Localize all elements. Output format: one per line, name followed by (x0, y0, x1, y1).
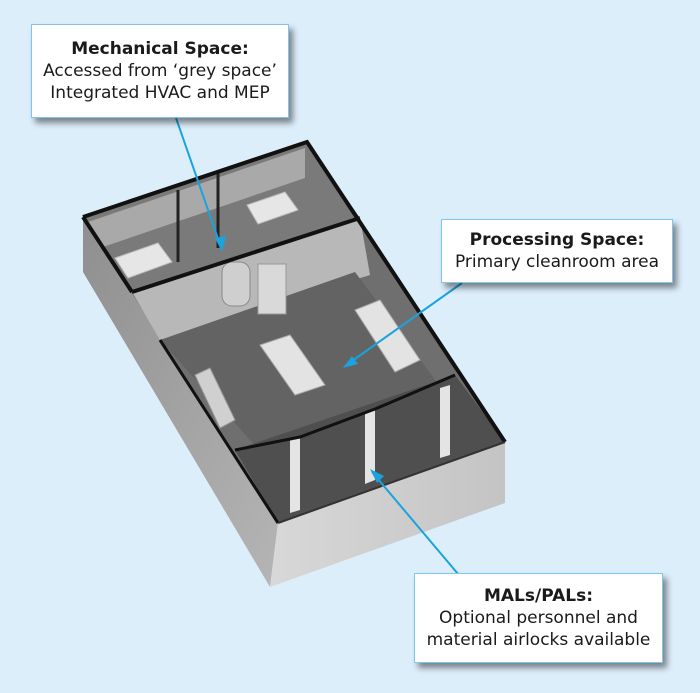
hvac-unit-1 (114, 242, 173, 279)
callout-line: Optional personnel and (439, 608, 638, 628)
callout-line: material airlocks available (426, 630, 651, 650)
callout-line: Primary cleanroom area (454, 252, 660, 272)
callout-mechanical-space: Mechanical Space: Accessed from ‘grey sp… (31, 24, 289, 118)
airlock-wall (365, 409, 375, 484)
bioreactor (221, 261, 251, 307)
airlock-walls (290, 437, 300, 513)
callout-line: Integrated HVAC and MEP (50, 83, 270, 103)
callout-airlocks: MALs/PALs: Optional personnel and materi… (414, 573, 663, 663)
processing-back-wall (132, 218, 370, 340)
building-left-face (83, 217, 278, 587)
arrow-head-icon (215, 236, 226, 252)
center-table (259, 334, 326, 396)
callout-title: Mechanical Space: (71, 39, 249, 59)
exterior-walls (82, 139, 507, 444)
leader-line-processing (344, 282, 463, 367)
callout-title: Processing Space: (469, 230, 645, 250)
airlock-wall (440, 385, 450, 458)
hvac-unit-2 (246, 191, 299, 225)
leader-line-mechanical (175, 117, 223, 251)
building-front-face (270, 442, 505, 587)
callout-processing-space: Processing Space: Primary cleanroom area (441, 219, 673, 283)
mech-back-wall (88, 148, 305, 248)
callout-title: MALs/PALs: (483, 586, 594, 606)
cabinet (257, 263, 287, 315)
arrow-head-icon (370, 469, 384, 483)
arrow-head-icon (343, 356, 358, 368)
rack (194, 367, 236, 429)
callout-line: Accessed from ‘grey space’ (43, 61, 277, 81)
